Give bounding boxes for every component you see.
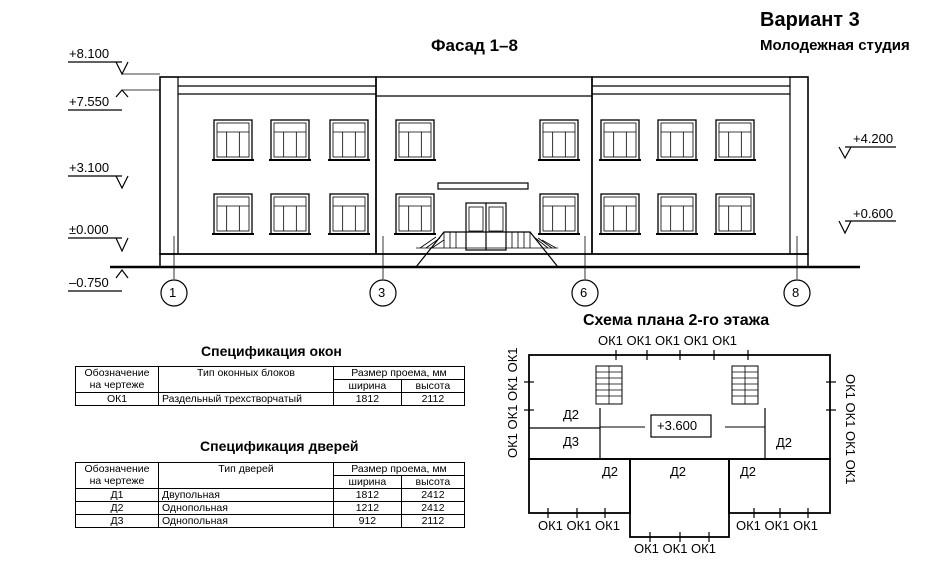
plan-door-label: Д2 bbox=[563, 407, 580, 422]
axis-label: 6 bbox=[580, 285, 588, 300]
cell-height: 2412 bbox=[400, 501, 466, 515]
header-height: высота bbox=[400, 379, 466, 393]
plan-door-label: Д2 bbox=[740, 464, 757, 479]
cell-width: 1212 bbox=[333, 501, 402, 515]
doors-spec-title: Спецификация дверей bbox=[200, 438, 359, 454]
cell-mark: ОК1 bbox=[75, 392, 159, 406]
window-ok1 bbox=[394, 193, 436, 235]
plan-window-labels-bottom-left: ОК1 ОК1 ОК1 bbox=[538, 518, 620, 533]
elevation-mark: +3.100 bbox=[69, 160, 110, 175]
plan-window-labels-top: ОК1 ОК1 ОК1 ОК1 ОК1 bbox=[598, 333, 738, 348]
facade-title: Фасад 1–8 bbox=[431, 36, 518, 55]
cell-width: 1812 bbox=[333, 488, 402, 502]
windows-spec-table: Обозначение на чертеже Тип оконных блоко… bbox=[75, 366, 466, 406]
doors-spec-table: Обозначение на чертеже Тип дверей Размер… bbox=[75, 462, 466, 528]
cell-width: 912 bbox=[333, 514, 402, 528]
header-width: ширина bbox=[333, 379, 402, 393]
table-row: Д1 Двупольная 1812 2412 bbox=[75, 488, 466, 502]
window-ok1 bbox=[599, 193, 641, 235]
axis-label: 8 bbox=[792, 285, 800, 300]
plan-window-labels-bottom-right: ОК1 ОК1 ОК1 bbox=[736, 518, 818, 533]
cell-type: Раздельный трехстворчатый bbox=[158, 392, 334, 406]
cell-width: 1812 bbox=[333, 392, 402, 406]
header-size: Размер проема, мм bbox=[333, 462, 465, 476]
cell-height: 2112 bbox=[400, 392, 466, 406]
plan-window-labels-right: ОК1 ОК1 ОК1 ОК1 bbox=[843, 374, 858, 485]
cell-type: Однопольная bbox=[158, 501, 334, 515]
cell-mark: Д3 bbox=[75, 514, 159, 528]
plan-door-label: Д2 bbox=[670, 464, 687, 479]
window-ok1 bbox=[394, 119, 436, 161]
plan-level-mark: +3.600 bbox=[657, 418, 698, 433]
header-mark: Обозначение на чертеже bbox=[75, 366, 159, 393]
header-mark: Обозначение на чертеже bbox=[75, 462, 159, 489]
plan-door-label: Д3 bbox=[563, 434, 580, 449]
window-ok1 bbox=[714, 119, 756, 161]
cell-height: 2412 bbox=[400, 488, 466, 502]
elevation-mark: +4.200 bbox=[853, 131, 894, 146]
elevation-mark: +0.600 bbox=[853, 206, 894, 221]
header-type: Тип оконных блоков bbox=[158, 366, 334, 393]
cell-mark: Д1 bbox=[75, 488, 159, 502]
plan-title: Схема плана 2-го этажа bbox=[583, 312, 770, 329]
axis-label: 1 bbox=[169, 285, 177, 300]
cell-height: 2112 bbox=[400, 514, 466, 528]
plan-window-labels-left: ОК1 ОК1 ОК1 ОК1 bbox=[505, 347, 520, 459]
cell-mark: Д2 bbox=[75, 501, 159, 515]
table-row: Д3 Однопольная 912 2112 bbox=[75, 514, 466, 528]
window-ok1 bbox=[656, 193, 698, 235]
elevation-mark: –0.750 bbox=[69, 275, 109, 290]
window-ok1 bbox=[328, 193, 370, 235]
header-height: высота bbox=[400, 475, 466, 489]
elevation-mark: +7.550 bbox=[69, 94, 110, 109]
table-row: ОК1 Раздельный трехстворчатый 1812 2112 bbox=[75, 392, 466, 406]
window-ok1 bbox=[269, 193, 311, 235]
plan-door-label: Д2 bbox=[602, 464, 619, 479]
window-ok1 bbox=[269, 119, 311, 161]
cell-type: Однопольная bbox=[158, 514, 334, 528]
windows-spec-title: Спецификация окон bbox=[201, 343, 342, 359]
plan-door-label: Д2 bbox=[776, 435, 793, 450]
window-ok1 bbox=[212, 119, 254, 161]
window-ok1 bbox=[538, 193, 580, 235]
header-width: ширина bbox=[333, 475, 402, 489]
axis-label: 3 bbox=[378, 285, 386, 300]
window-ok1 bbox=[656, 119, 698, 161]
window-ok1 bbox=[212, 193, 254, 235]
table-row: Д2 Однопольная 1212 2412 bbox=[75, 501, 466, 515]
plan-window-labels-bottom-center: ОК1 ОК1 ОК1 bbox=[634, 541, 716, 556]
subtitle: Молодежная студия bbox=[760, 37, 910, 54]
elevation-mark: ±0.000 bbox=[69, 222, 109, 237]
header-type: Тип дверей bbox=[158, 462, 334, 489]
elevation-mark: +8.100 bbox=[69, 46, 110, 61]
header-size: Размер проема, мм bbox=[333, 366, 465, 380]
window-ok1 bbox=[538, 119, 580, 161]
window-ok1 bbox=[599, 119, 641, 161]
floor-plan bbox=[524, 350, 836, 542]
window-ok1 bbox=[328, 119, 370, 161]
variant-title: Вариант 3 bbox=[760, 9, 860, 31]
cell-type: Двупольная bbox=[158, 488, 334, 502]
window-ok1 bbox=[714, 193, 756, 235]
